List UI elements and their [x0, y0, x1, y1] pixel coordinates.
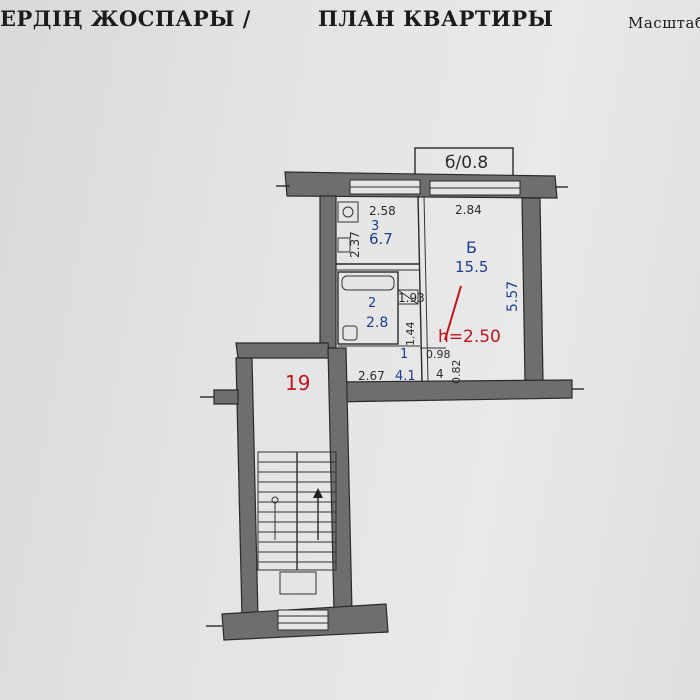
room-1-length: 0.98	[426, 348, 451, 361]
room-3-number: 3	[371, 219, 379, 234]
title-kazakh: ЕРДІҢ ЖОСПАРЫ /	[0, 6, 251, 31]
staircase-number: 19	[285, 371, 310, 395]
exterior-wall-right	[521, 197, 544, 383]
scale-label: Масштаб	[628, 14, 700, 32]
room-2-area: 2.8	[366, 315, 388, 331]
title-russian: ПЛАН КВАРТИРЫ	[318, 6, 554, 31]
stairwell-wall-left	[235, 357, 259, 619]
room-1-area: 4.1	[395, 369, 416, 384]
room-3-length: 2.37	[348, 231, 362, 258]
stair-treads	[258, 461, 336, 563]
up-arrow-icon	[313, 488, 323, 498]
room-b-width: 2.84	[455, 203, 482, 217]
room-2-length: 1.44	[404, 322, 417, 347]
stairwell-wall-top	[235, 342, 331, 359]
svg-text:4: 4	[436, 367, 444, 381]
room-2-number: 2	[368, 296, 376, 311]
room-b-number: Б	[466, 238, 477, 257]
room-1-number: 1	[400, 347, 408, 362]
room-3-area: 6.7	[369, 230, 393, 248]
height-note: h=2.50	[438, 327, 501, 347]
room-b-length: 5.57	[505, 281, 521, 312]
room-2-width: 1.93	[398, 291, 425, 305]
room-b-area: 15.5	[455, 258, 488, 276]
hallway-extra-dimension: 0.82	[450, 360, 463, 385]
room-1-width: 2.67	[358, 369, 385, 383]
bathroom-outline	[337, 271, 399, 345]
balcony-label: б/0.8	[445, 153, 488, 173]
apartment-wall-left	[319, 195, 337, 349]
partition-room	[417, 195, 423, 383]
room-3-width: 2.58	[369, 204, 396, 218]
